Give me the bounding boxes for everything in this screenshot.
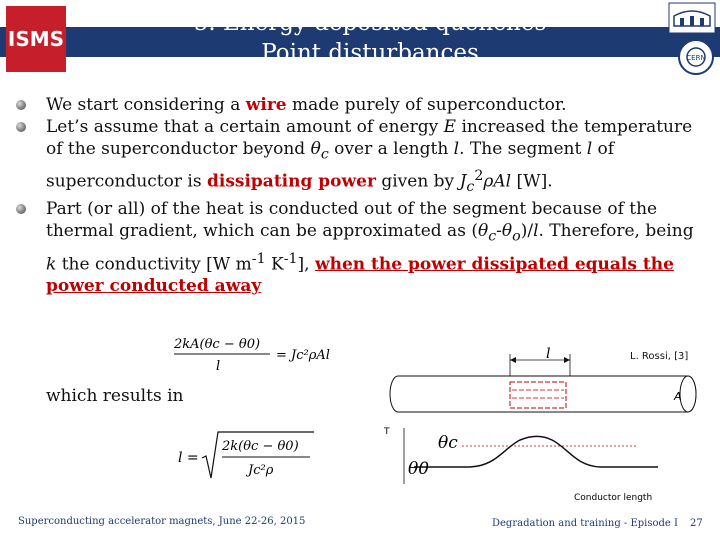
subscript-c: c [466, 179, 475, 196]
bullet-item-wire: We start considering a wire made purely … [16, 94, 706, 116]
footer-course: Superconducting accelerator magnets, Jun… [18, 516, 306, 527]
superscript-2: 2 [474, 168, 484, 185]
bullet-text: Let’s assume that a certain amount of en… [46, 117, 444, 137]
x-axis-label: Conductor length [574, 493, 652, 503]
symbol-conductivity: k [46, 254, 57, 275]
symbol-energy: E [443, 117, 457, 137]
page-number: 27 [690, 518, 703, 529]
bullet-icon [16, 122, 26, 132]
isms-logo: ISMS [6, 6, 66, 72]
superscript-minus-1: -1 [283, 250, 298, 267]
emphasis-power-balance: when the power dissipated equals the pow… [46, 254, 674, 297]
bullet-text: [W]. [511, 172, 553, 193]
subscript-c: c [320, 146, 329, 163]
emphasis-wire: wire [245, 95, 287, 115]
title-band [0, 27, 720, 57]
title-line-1: 5. Energy deposited quenches [193, 10, 547, 36]
symbol-current-density: J [459, 172, 467, 193]
minimum-length-equation: l = 2k(θc − θ0) Jc²ρ [178, 431, 314, 479]
temperature-profile-curve [414, 435, 658, 468]
results-text: which results in [46, 386, 184, 406]
bullet-list: We start considering a wire made purely … [16, 94, 706, 297]
arrow-left-icon [510, 357, 516, 363]
t-axis-label: T [383, 427, 390, 437]
bullet-text: ], [297, 254, 315, 275]
eq2-denominator: Jc²ρ [245, 463, 274, 478]
symbol-theta: θ [310, 139, 321, 159]
superscript-minus-1: -1 [251, 250, 266, 267]
title-line-2: Point disturbances [261, 40, 479, 62]
bullet-text: - [496, 221, 502, 242]
wire-temperature-figure: l A T θc θ0 Conductor length [383, 346, 697, 503]
bullet-text: increased the temperature of the superco… [46, 117, 693, 159]
bullet-text: Part (or all) of the heat is conducted o… [46, 199, 658, 242]
wire-cylinder [389, 375, 697, 413]
bullet-icon [16, 204, 26, 215]
bullet-item-energy: Let’s assume that a certain amount of en… [16, 116, 706, 198]
bullet-icon [16, 100, 26, 110]
bullet-text: We start considering a [46, 95, 246, 115]
subscript-o: o [512, 228, 521, 245]
subscript-c: c [488, 228, 497, 245]
bullet-text: . The segment [459, 139, 587, 159]
power-balance-equation: 2kA(θc − θ0) l = Jc²ρAl [173, 337, 330, 374]
bullet-text: . Therefore, being [538, 221, 694, 242]
slide-title: 5. Energy deposited quenches Point distu… [80, 8, 660, 62]
emphasis-dissipating-power: dissipating power [206, 172, 376, 193]
bullet-text: )/ [520, 221, 534, 242]
arrow-right-icon [564, 357, 570, 363]
bullet-text: the conductivity [W m [56, 254, 252, 275]
area-label: A [673, 390, 682, 403]
symbol-length: l [453, 139, 460, 159]
length-label: l [546, 346, 550, 362]
bullet-text: of superconductor is [46, 139, 615, 193]
eq1-numerator: 2kA(θc − θ0) [173, 337, 260, 352]
bullet-text: made purely of superconductor. [286, 95, 567, 115]
eq2-numerator: 2k(θc − θ0) [221, 439, 299, 454]
svg-text:CERN: CERN [686, 54, 705, 62]
hot-segment [509, 381, 567, 409]
bullet-item-conduction: Part (or all) of the heat is conducted o… [16, 198, 706, 297]
bullet-text: given by [375, 172, 460, 193]
eq1-denominator: l [216, 359, 220, 374]
theta-c-label: θc [438, 433, 458, 453]
figure-reference: L. Rossi, [3] [630, 351, 689, 362]
symbol-theta: θ [477, 221, 489, 242]
sqrt-sign-icon [201, 431, 314, 479]
eq2-lhs: l = [178, 450, 199, 466]
footer-lecture: Degradation and training - Episode I [492, 518, 678, 529]
theta-0-label: θ0 [408, 459, 429, 479]
research-building-logo [668, 2, 716, 34]
cern-logo: CERN [678, 39, 714, 75]
symbol-theta: θ [501, 221, 513, 242]
eq1-rhs: = Jc²ρAl [276, 348, 330, 363]
symbol-rho-a-l: ρAl [483, 172, 512, 193]
bullet-text: over a length [328, 139, 454, 159]
symbol-length: l [533, 221, 539, 242]
bullet-text: K [265, 254, 284, 275]
symbol-length: l [586, 139, 593, 159]
wire-end-cap [679, 375, 697, 413]
svg-text:ISMS: ISMS [8, 27, 64, 51]
